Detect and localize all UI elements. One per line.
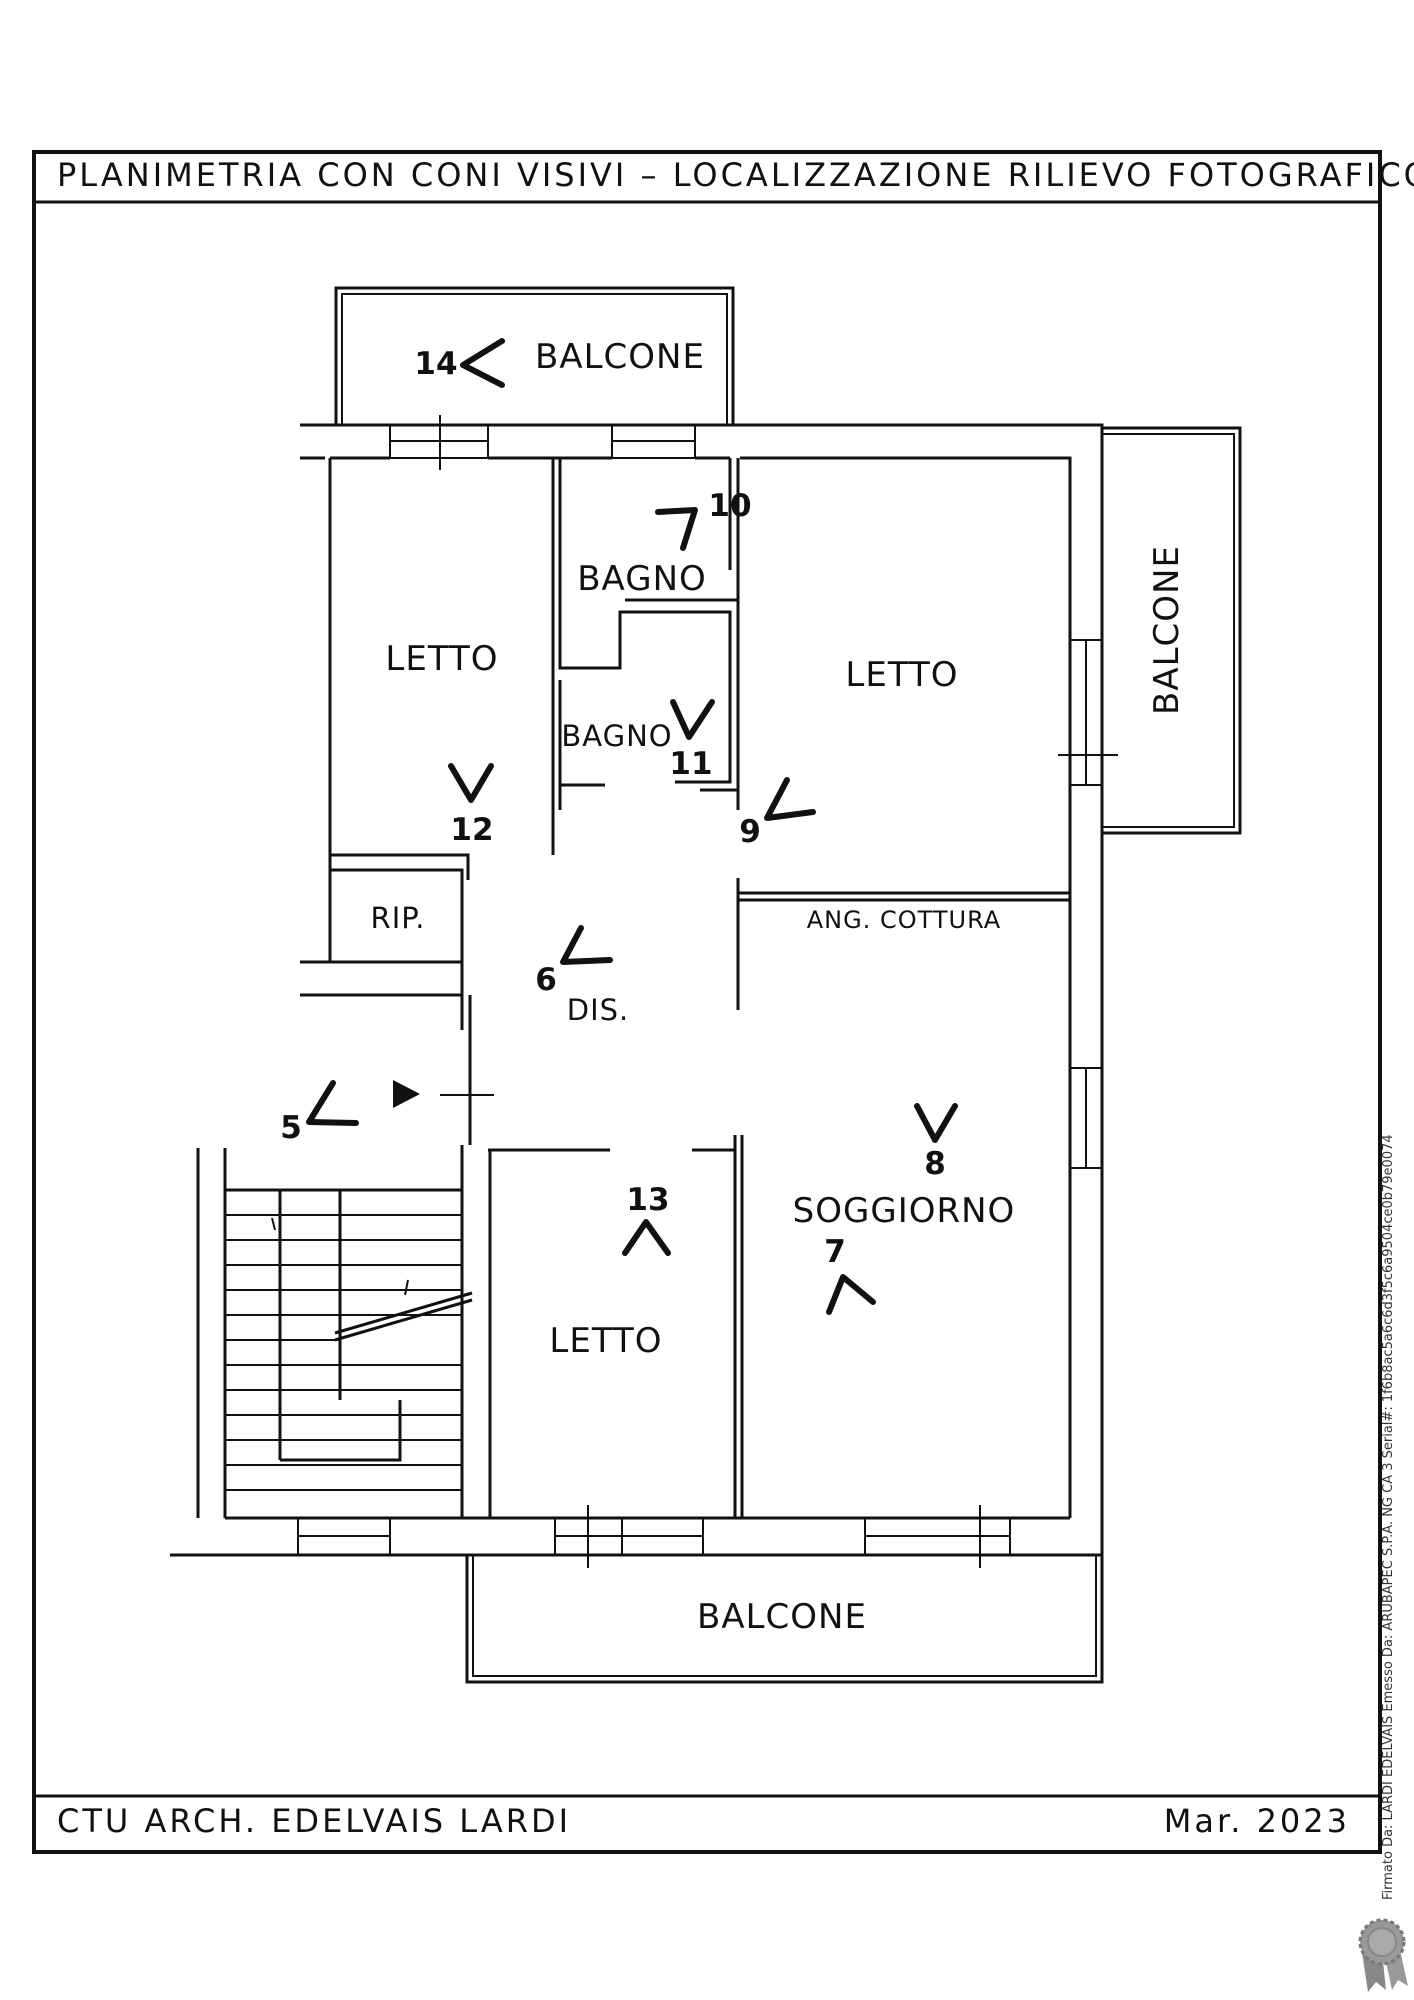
- interior-walls: [170, 458, 1102, 1557]
- room-label-balcone-right: BALCONE: [1147, 545, 1187, 715]
- room-label-ripostiglio: RIP.: [371, 901, 426, 935]
- room-label-letto-ne: LETTO: [845, 655, 958, 695]
- window-right-soggiorno: [1069, 1067, 1103, 1169]
- view-cone-7: 7: [824, 1234, 876, 1315]
- window-bottom-letto: [554, 1505, 704, 1568]
- balcone-right: [1102, 426, 1242, 835]
- window-top-bagno: [611, 424, 696, 459]
- entrance-arrow-icon: [393, 1080, 420, 1108]
- window-top-left: [389, 415, 489, 470]
- view-cone-11: 11: [669, 699, 715, 782]
- author-credit: CTU ARCH. EDELVAIS LARDI: [57, 1802, 571, 1840]
- view-cone-10: 10: [655, 488, 752, 551]
- room-label-balcone-top: BALCONE: [535, 337, 705, 377]
- view-cone-13: 13: [622, 1182, 671, 1256]
- photo-point-8: 8: [924, 1146, 946, 1182]
- view-cone-12: 12: [448, 763, 494, 848]
- photo-point-10: 10: [708, 488, 751, 524]
- room-label-angolo-cottura: ANG. COTTURA: [807, 906, 1001, 934]
- photo-point-6: 6: [535, 962, 557, 998]
- room-label-letto-nw: LETTO: [385, 639, 498, 679]
- view-cone-6: 6: [535, 925, 613, 998]
- drawing-frame: [32, 150, 1382, 1854]
- photo-point-5: 5: [280, 1110, 302, 1146]
- room-label-bagno-2: BAGNO: [561, 719, 672, 753]
- window-right-letto: [1058, 639, 1118, 786]
- window-bottom-soggiorno: [864, 1505, 1011, 1568]
- photo-point-14: 14: [414, 346, 457, 382]
- photo-point-9: 9: [739, 814, 761, 850]
- view-cone-8: 8: [914, 1103, 958, 1182]
- balcone-bottom: [465, 1555, 1104, 1684]
- room-label-bagno-1: BAGNO: [577, 559, 707, 599]
- room-label-soggiorno: SOGGIORNO: [793, 1191, 1016, 1231]
- balcone-top: [334, 286, 735, 425]
- window-bottom-stair: [297, 1517, 391, 1556]
- view-cone-9: 9: [739, 777, 816, 850]
- exterior-walls: [300, 415, 1118, 1555]
- view-cone-14: 14: [414, 338, 505, 388]
- certificate-seal-icon: [1358, 1918, 1408, 1992]
- photo-point-11: 11: [669, 746, 712, 782]
- digital-signature-stamp: Firmato Da: LARDI EDELVAIS Emesso Da: AR…: [1381, 1134, 1396, 1900]
- room-label-letto-s: LETTO: [549, 1321, 662, 1361]
- photo-point-12: 12: [450, 812, 493, 848]
- view-cone-5: 5: [280, 1080, 359, 1146]
- drawing-title: PLANIMETRIA CON CONI VISIVI – LOCALIZZAZ…: [57, 156, 1414, 194]
- photo-point-7: 7: [824, 1234, 846, 1270]
- photo-point-13: 13: [626, 1182, 669, 1218]
- drawing-date: Mar. 2023: [1164, 1802, 1350, 1840]
- room-label-disimpegno: DIS.: [567, 993, 630, 1027]
- room-label-balcone-bottom: BALCONE: [697, 1597, 867, 1637]
- staircase: [196, 1148, 473, 1518]
